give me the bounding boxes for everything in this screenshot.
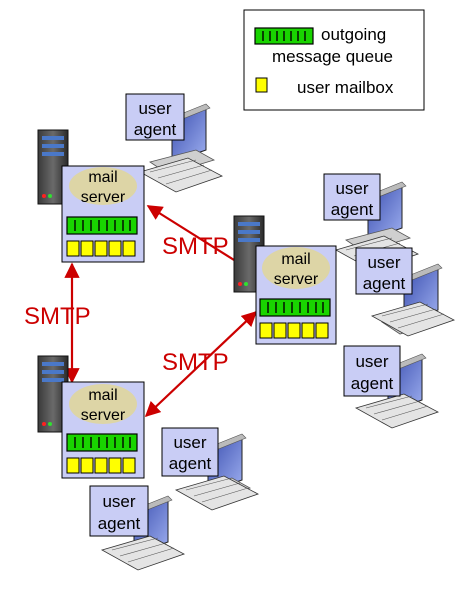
user-mailboxes bbox=[259, 322, 329, 339]
user-agent-box bbox=[323, 173, 381, 221]
user-agent-box bbox=[125, 93, 185, 141]
legend-queue-icon bbox=[254, 27, 314, 45]
user-agent-6: user agent bbox=[89, 485, 185, 571]
user-agent-box bbox=[161, 427, 219, 477]
user-agent-box bbox=[343, 345, 401, 397]
user-mailboxes bbox=[66, 457, 136, 474]
computer-icon bbox=[174, 433, 259, 511]
smtp-label-server1-server2: SMTP bbox=[162, 233, 229, 260]
server-label-line2: server bbox=[81, 407, 126, 424]
server-label-cloud bbox=[262, 247, 330, 289]
arrow-server1-server2 bbox=[146, 205, 252, 271]
smtp-arrows bbox=[64, 205, 258, 418]
arrow-server3-server2 bbox=[144, 310, 258, 418]
legend: outgoing message queue user mailbox bbox=[243, 9, 425, 111]
legend-queue-label-line1: outgoing bbox=[321, 25, 386, 44]
mail-server-3: mail server bbox=[37, 355, 145, 479]
legend-mailbox-icon bbox=[255, 77, 268, 93]
outgoing-queue bbox=[66, 216, 138, 235]
user-agent-label-line1: user bbox=[355, 352, 388, 371]
server-label-line1: mail bbox=[281, 251, 310, 268]
outgoing-queue bbox=[66, 433, 138, 452]
server-label-cloud bbox=[69, 384, 137, 424]
server-label-line2: server bbox=[274, 271, 319, 288]
user-agent-4: user agent bbox=[343, 345, 439, 429]
legend-frame bbox=[243, 9, 425, 111]
user-agent-label-line2: agent bbox=[98, 514, 141, 533]
user-agent-label-line2: agent bbox=[363, 274, 406, 293]
user-agent-label-line1: user bbox=[367, 253, 400, 272]
user-agent-label-line1: user bbox=[173, 433, 206, 452]
user-mailboxes bbox=[66, 240, 136, 257]
user-agent-label-line1: user bbox=[138, 99, 171, 118]
user-agent-1: user agent bbox=[125, 93, 223, 193]
server-label-line1: mail bbox=[88, 169, 117, 186]
server-label-line1: mail bbox=[88, 387, 117, 404]
smtp-label-server3-server2: SMTP bbox=[162, 349, 229, 376]
legend-queue-label-line2: message queue bbox=[272, 47, 393, 66]
outgoing-queue bbox=[259, 298, 331, 317]
mail-server-1: mail server bbox=[37, 129, 145, 263]
user-agent-label-line1: user bbox=[102, 492, 135, 511]
user-agent-5: user agent bbox=[161, 427, 259, 511]
user-agent-label-line2: agent bbox=[351, 374, 394, 393]
legend-mailbox-label: user mailbox bbox=[297, 78, 394, 97]
smtp-label-server1-server3: SMTP bbox=[24, 303, 91, 330]
user-agent-label-line2: agent bbox=[331, 200, 374, 219]
user-agent-box bbox=[89, 485, 149, 537]
user-agent-label-line1: user bbox=[335, 179, 368, 198]
user-agent-label-line2: agent bbox=[134, 120, 177, 139]
mail-server-2: mail server bbox=[233, 215, 337, 345]
server-label-line2: server bbox=[81, 189, 126, 206]
user-agent-3: user agent bbox=[355, 247, 455, 337]
user-agent-box bbox=[355, 247, 413, 295]
server-label-cloud bbox=[69, 167, 137, 205]
user-agent-label-line2: agent bbox=[169, 454, 212, 473]
